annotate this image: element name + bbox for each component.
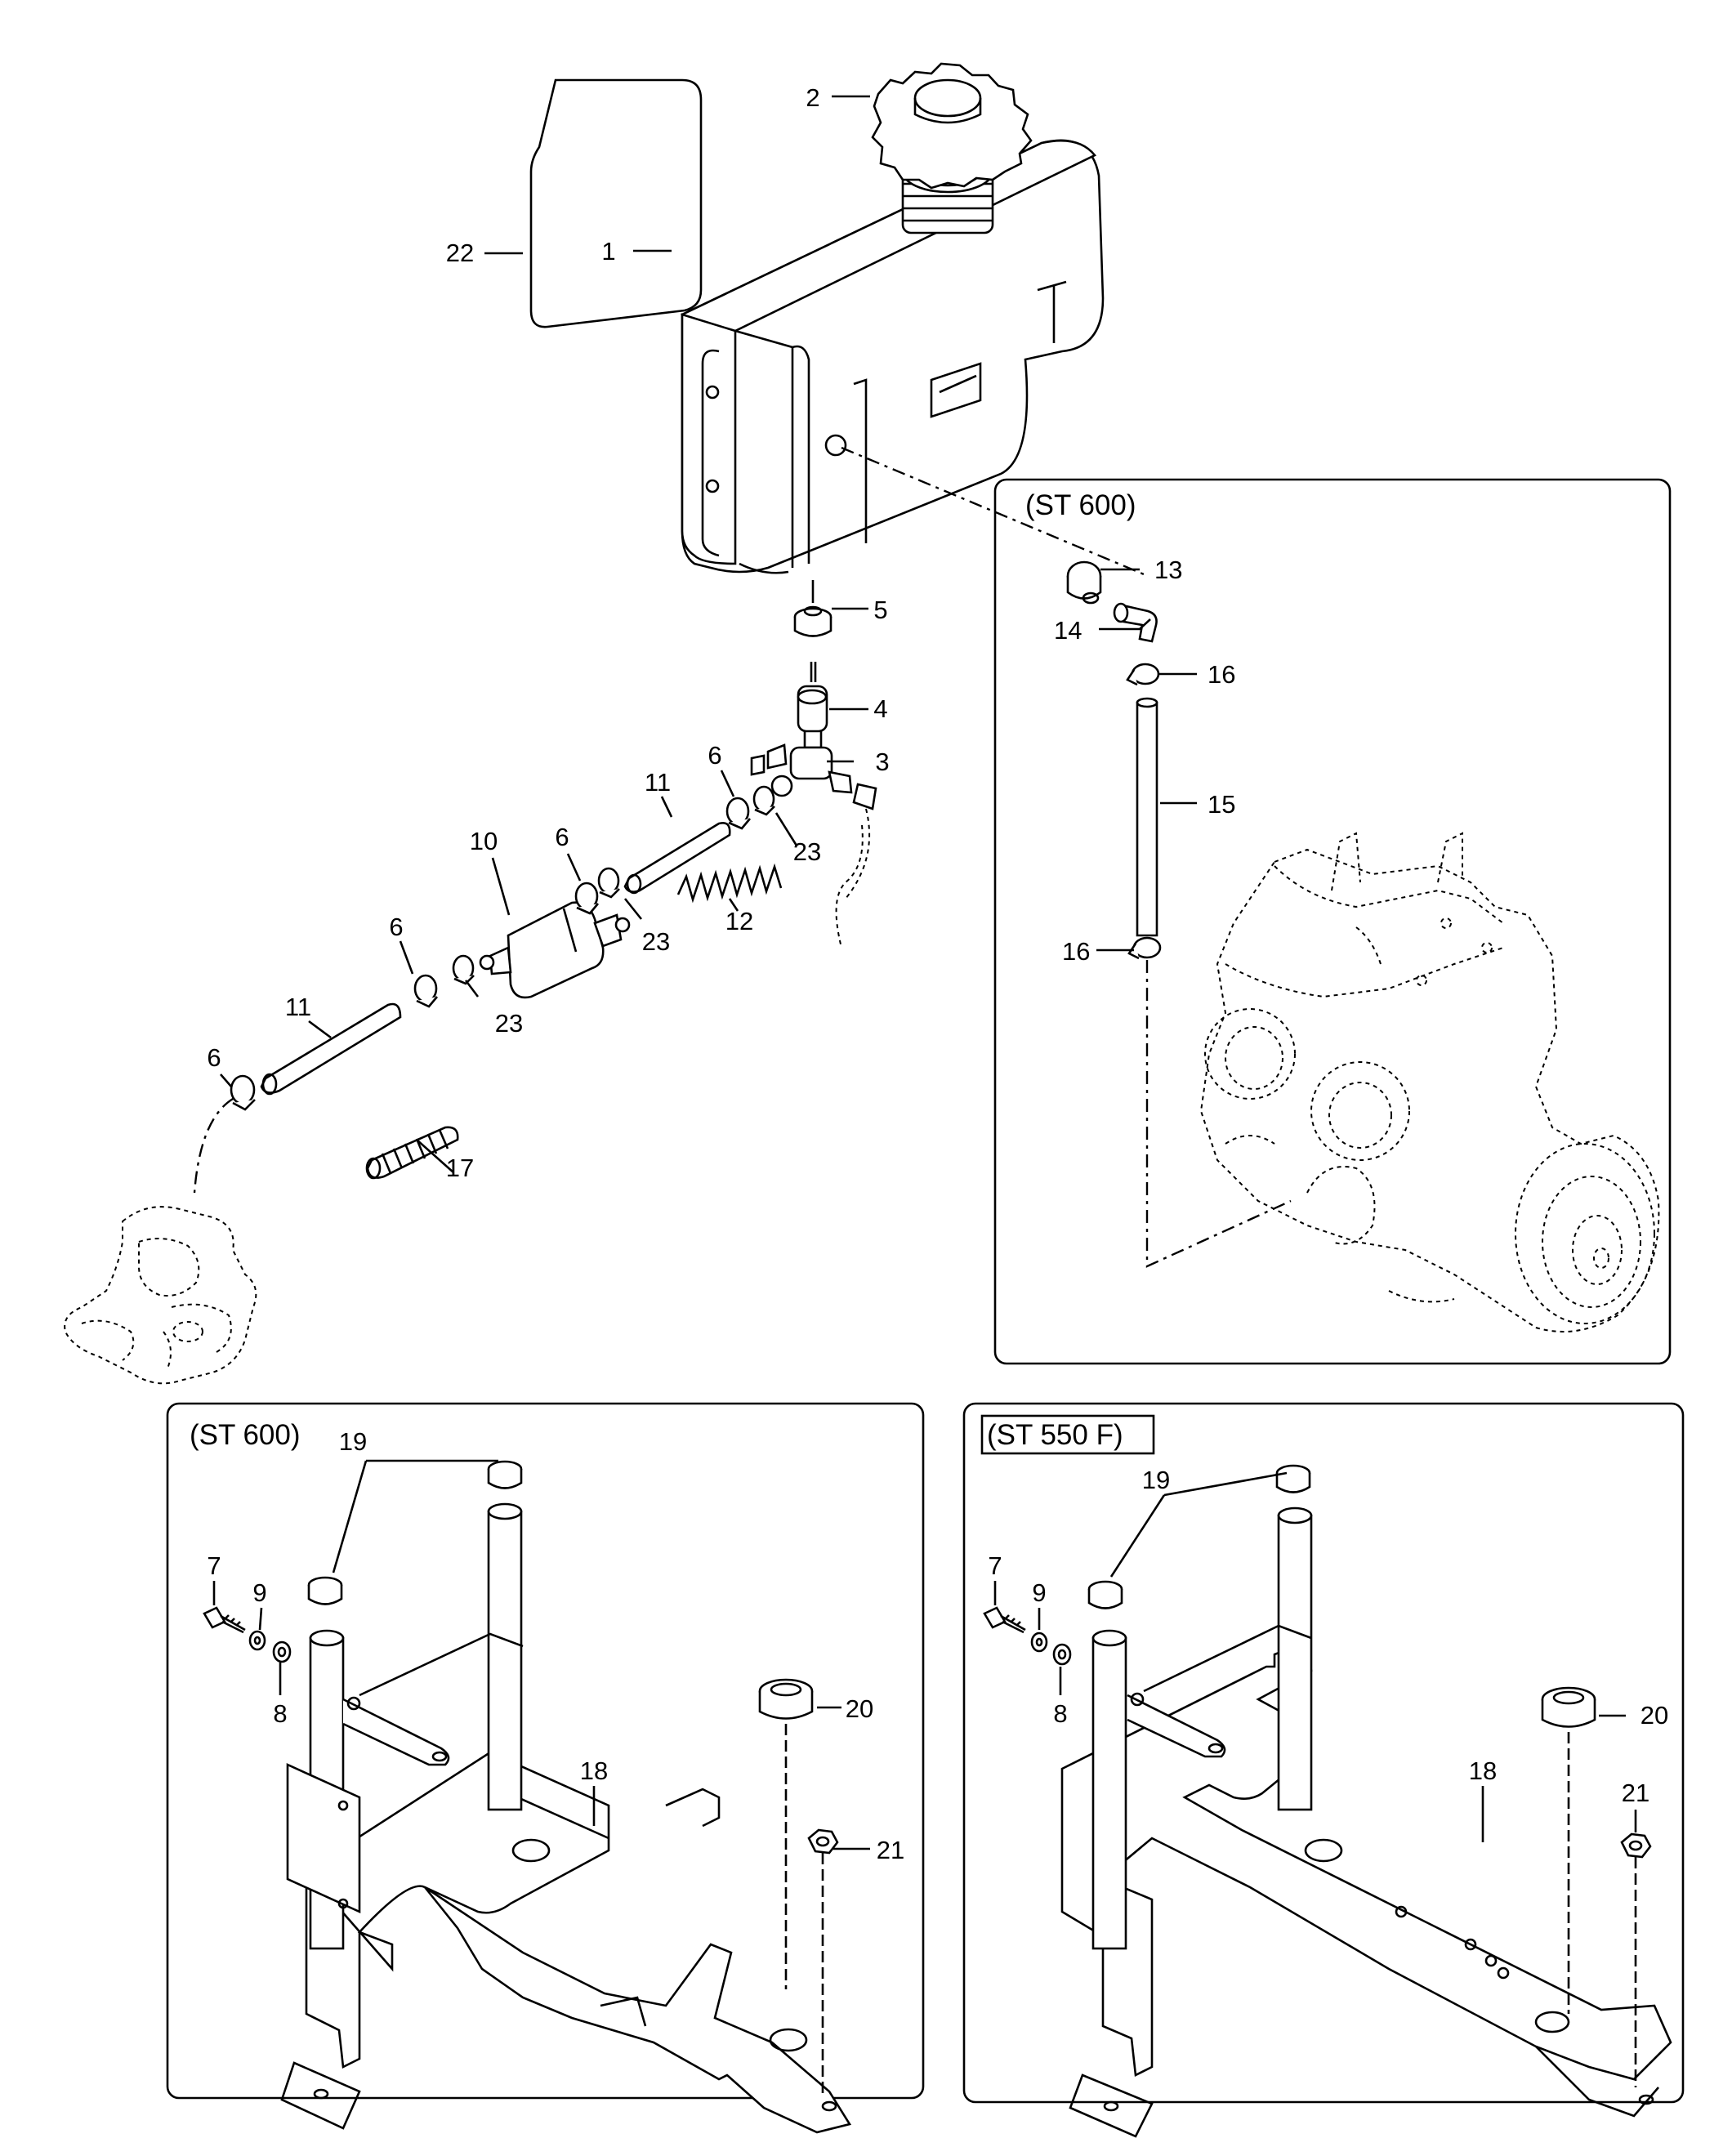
engine-variant-panel <box>993 478 1672 1365</box>
plug-19-st550f-icon <box>1087 1464 1311 1609</box>
bracket-st550f-panel <box>962 1402 1685 2104</box>
callout-18-st600: 18 <box>580 1756 608 1785</box>
hose-clamp-16-upper-icon <box>1126 663 1160 686</box>
decal-icon <box>529 78 703 328</box>
grommet-20-st600-icon <box>758 1678 814 1720</box>
grommet-13-icon <box>1066 560 1102 605</box>
callout-7-st600: 7 <box>207 1551 221 1580</box>
bracket-st550f-stud-dashed <box>1567 1732 1637 2087</box>
plug-19-st600-icon <box>307 1460 523 1605</box>
engine-variant-label: (ST 600) <box>1025 489 1136 521</box>
hose-clamp-16-lower-icon <box>1127 936 1162 960</box>
callout-23-a: 23 <box>793 837 821 866</box>
bracket-18-st600-icon <box>280 1502 852 2134</box>
callout-1: 1 <box>601 237 615 266</box>
callout-17: 17 <box>446 1154 474 1182</box>
bracket-st600-stud-dashed <box>784 1724 824 2096</box>
callout-21-st550f: 21 <box>1622 1779 1649 1807</box>
spring-12-icon <box>676 863 783 904</box>
callout-6-d: 6 <box>207 1043 221 1072</box>
callout-3: 3 <box>875 748 889 776</box>
washer-8-st600-icon <box>272 1640 292 1663</box>
bracket-st550f-variant-label: (ST 550 F) <box>987 1419 1123 1451</box>
callout-16-a: 16 <box>1207 660 1235 689</box>
grommet-5-icon <box>793 605 833 637</box>
hose-clamp-6-icon <box>230 797 751 1111</box>
callout-11-a: 11 <box>645 768 671 797</box>
engine-icon <box>1199 832 1660 1332</box>
filler-cap-icon <box>871 62 1033 190</box>
nut-21-st600-icon <box>807 1828 839 1855</box>
fuel-filter-10-icon <box>479 901 631 999</box>
callout-22: 22 <box>446 239 474 267</box>
callout-2: 2 <box>806 83 819 112</box>
bracket-18-st550f-icon <box>1060 1507 1672 2138</box>
fuel-tank-icon <box>681 139 1105 574</box>
fuel-valve-3-icon <box>750 743 877 810</box>
hose-clamp-23-icon <box>452 785 775 985</box>
washer-8-st550f-icon <box>1052 1643 1072 1666</box>
callout-15: 15 <box>1207 790 1235 819</box>
hose-to-carburetor-dashed-line <box>193 1097 234 1194</box>
nut-21-st550f-icon <box>1620 1832 1652 1859</box>
fuel-hose-11-lower-icon <box>260 1002 402 1096</box>
callout-23-b: 23 <box>642 927 670 956</box>
washer-9-st550f-icon <box>1030 1632 1048 1653</box>
fuel-strainer-4-icon <box>797 685 828 749</box>
callout-19-st550f: 19 <box>1142 1466 1170 1494</box>
callout-7-st550f: 7 <box>988 1551 1002 1580</box>
bracket-st600-variant-label: (ST 600) <box>190 1419 301 1451</box>
callout-14: 14 <box>1054 616 1082 645</box>
callout-6-c: 6 <box>389 913 403 941</box>
bolt-7-st550f-icon <box>983 1606 1026 1634</box>
bracket-st550f-variant-box <box>980 1414 1155 1455</box>
callout-5: 5 <box>873 596 887 624</box>
carburetor-icon <box>64 1206 257 1385</box>
callout-8-st550f: 8 <box>1053 1699 1067 1728</box>
callout-6-a: 6 <box>708 741 721 770</box>
callout-8-st600: 8 <box>273 1699 287 1728</box>
callout-leaders-bracket-st600 <box>212 1459 870 1850</box>
washer-9-st600-icon <box>248 1630 266 1651</box>
callout-20-st600: 20 <box>846 1694 873 1723</box>
callout-9-st550f: 9 <box>1032 1578 1046 1607</box>
callout-9-st600: 9 <box>252 1578 266 1607</box>
callout-23-c: 23 <box>495 1009 523 1038</box>
callout-10: 10 <box>470 827 498 855</box>
callout-leaders-main <box>220 95 870 1173</box>
grommet-20-st550f-icon <box>1541 1686 1596 1728</box>
callout-19-st600: 19 <box>339 1427 367 1456</box>
callout-13: 13 <box>1154 556 1182 584</box>
hose-sleeve-17-icon <box>365 1126 459 1180</box>
callout-16-b: 16 <box>1062 937 1090 966</box>
callout-leaders-engine <box>1096 568 1197 952</box>
bolt-7-st600-icon <box>203 1606 246 1634</box>
callout-12: 12 <box>725 907 753 935</box>
vent-hose-to-engine-dashed-line <box>1145 960 1292 1268</box>
callout-20-st550f: 20 <box>1640 1701 1668 1730</box>
pickup-tube <box>810 662 817 682</box>
callout-6-b: 6 <box>555 823 569 851</box>
vent-line-dotted <box>835 808 871 949</box>
callout-21-st600: 21 <box>877 1836 904 1864</box>
bracket-st600-panel <box>166 1402 925 2100</box>
elbow-fitting-14-icon <box>1113 602 1158 643</box>
callout-18-st550f: 18 <box>1469 1756 1497 1785</box>
callout-leaders-bracket-st550f <box>993 1471 1637 1842</box>
fuel-hose-11-upper-icon <box>623 822 731 895</box>
vent-hose-15-icon <box>1136 697 1158 937</box>
callout-11-b: 11 <box>285 993 311 1021</box>
callout-4: 4 <box>873 694 887 723</box>
